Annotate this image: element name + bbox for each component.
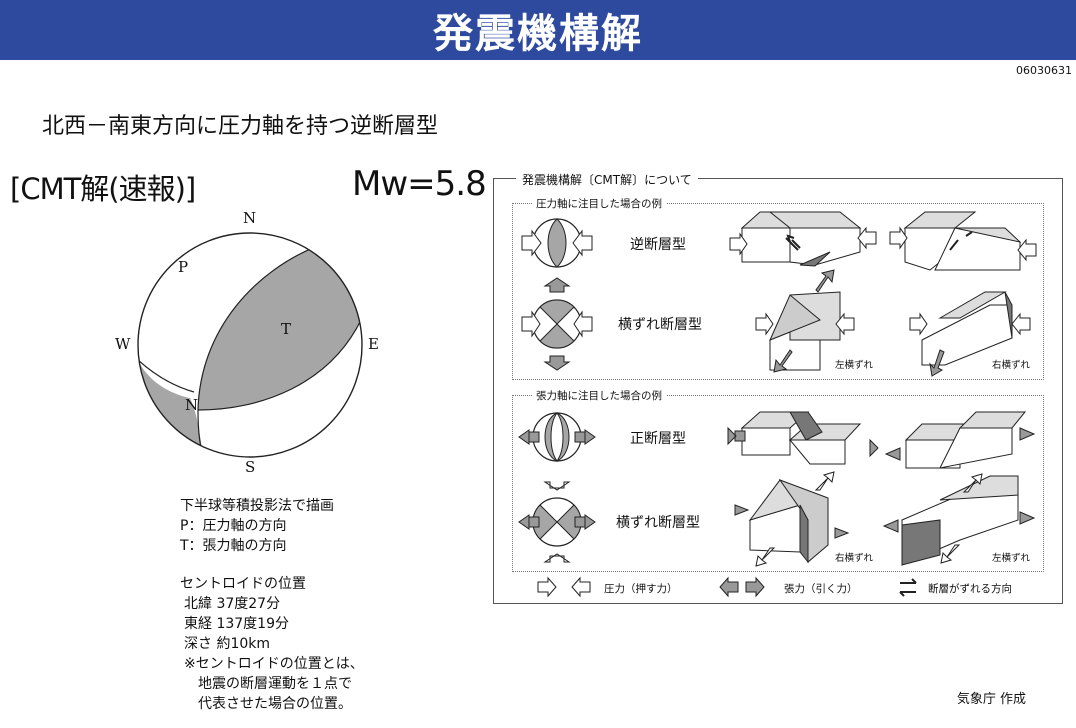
- p-axis-label: P: [178, 258, 189, 276]
- normal-fault-label: 正断層型: [630, 431, 686, 447]
- explanation-panel: [493, 178, 1063, 604]
- slip-direction-icon: [899, 578, 917, 597]
- tension-legend-label: 張力（引く力）: [784, 583, 858, 595]
- legend-line-p: P：圧力軸の方向: [180, 518, 287, 534]
- centroid-latitude: 北緯 37度27分: [184, 596, 281, 612]
- centroid-info: セントロイドの位置 北緯 37度27分 東経 137度19分 深さ 約10km …: [180, 574, 364, 714]
- centroid-note-1: ※セントロイドの位置とは、: [184, 656, 364, 672]
- legend-line-t: T：張力軸の方向: [180, 538, 287, 554]
- strike-slip-ball-icon-t: [518, 481, 596, 563]
- centroid-title: セントロイドの位置: [180, 576, 306, 592]
- centroid-longitude: 東経 137度19分: [184, 616, 289, 632]
- centroid-note-2: 地震の断層運動を１点で: [198, 676, 352, 692]
- west-label: W: [115, 335, 131, 353]
- south-label: S: [245, 458, 256, 476]
- pressure-legend-label: 圧力（押す力）: [604, 583, 678, 595]
- reverse-fault-block-2: [889, 211, 1037, 271]
- pressure-group: [512, 203, 1044, 380]
- reverse-ball-icon: [521, 218, 593, 268]
- left-lateral-label-p: 左横ずれ: [835, 360, 874, 371]
- legend-line-projection: 下半球等積投影法で描画: [180, 498, 334, 514]
- magnitude-label: Mw=5.8: [352, 164, 487, 204]
- t-axis-label: T: [281, 320, 292, 338]
- tension-group-title: 張力軸に注目した場合の例: [532, 388, 666, 403]
- normal-ball-icon: [518, 412, 596, 462]
- strike-slip-ball-icon-p: [521, 277, 593, 371]
- strike-slip-label-p: 横ずれ断層型: [618, 317, 702, 333]
- panel-title: 発震機構解〔CMT解〕について: [516, 171, 698, 188]
- centroid-depth: 深さ 約10km: [184, 636, 271, 652]
- tension-group: [512, 395, 1044, 572]
- east-label: E: [368, 335, 379, 353]
- mechanism-headline: 北西－南東方向に圧力軸を持つ逆断層型: [42, 114, 439, 139]
- slip-legend-label: 断層がずれる方向: [928, 583, 1012, 595]
- strike-slip-label-t: 横ずれ断層型: [616, 515, 700, 531]
- reverse-fault-block-1: [729, 211, 877, 267]
- right-lateral-block-t: [734, 471, 850, 567]
- reverse-fault-label: 逆断層型: [630, 237, 686, 253]
- null-axis-label: N: [185, 396, 199, 414]
- left-lateral-block-t: [882, 473, 1036, 566]
- tension-quadrant: [198, 245, 362, 410]
- pressure-group-title: 圧力軸に注目した場合の例: [532, 196, 666, 211]
- projection-legend: 下半球等積投影法で描画 P：圧力軸の方向 T：張力軸の方向: [180, 496, 334, 556]
- left-lateral-label-t: 左横ずれ: [992, 553, 1031, 564]
- document-id: 06030631: [1016, 64, 1072, 77]
- right-lateral-block-p: [909, 291, 1031, 377]
- pressure-arrow-icon: [537, 576, 591, 598]
- north-label: N: [243, 209, 257, 227]
- normal-fault-block-1: [727, 411, 879, 465]
- normal-fault-block-2: [884, 411, 1036, 469]
- centroid-note-3: 代表させた場合の位置。: [198, 696, 352, 712]
- right-lateral-label-p: 右横ずれ: [992, 360, 1031, 371]
- right-lateral-label-t: 右横ずれ: [835, 553, 874, 564]
- cmt-label: [CMT解(速報)]: [10, 172, 196, 206]
- header-bar: 発震機構解: [0, 0, 1076, 60]
- page-title: 発震機構解: [433, 11, 643, 57]
- tension-arrow-icon: [719, 576, 765, 598]
- credit-label: 気象庁 作成: [956, 692, 1026, 707]
- left-lateral-block-p: [755, 269, 855, 373]
